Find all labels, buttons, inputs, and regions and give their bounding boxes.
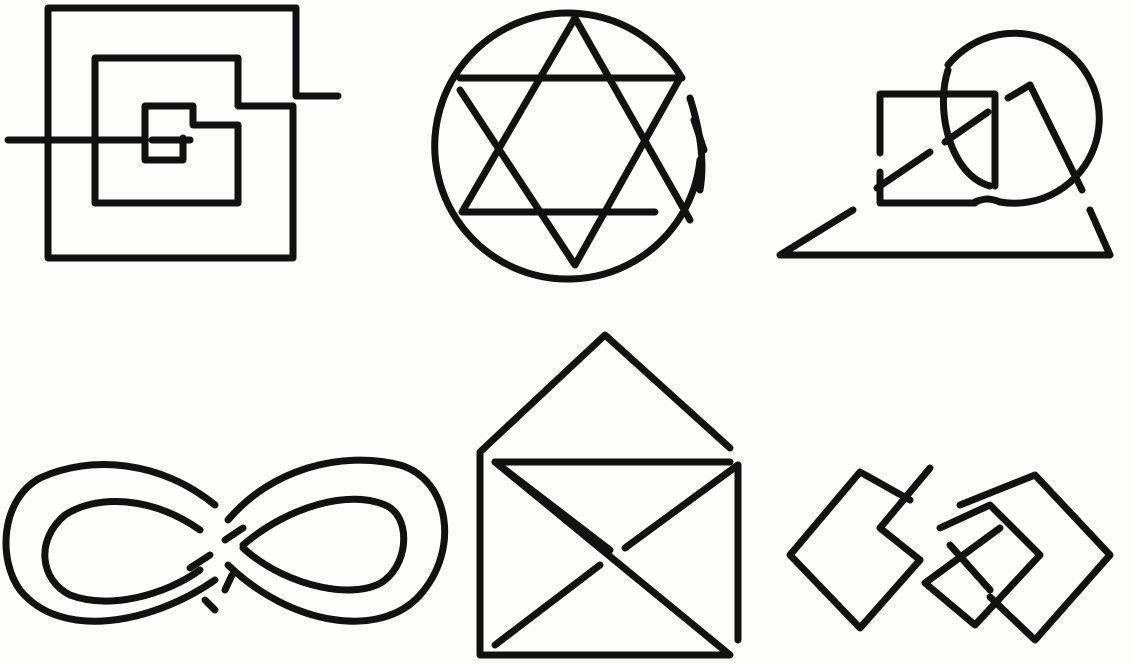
- puzzle-figures: [0, 0, 1131, 664]
